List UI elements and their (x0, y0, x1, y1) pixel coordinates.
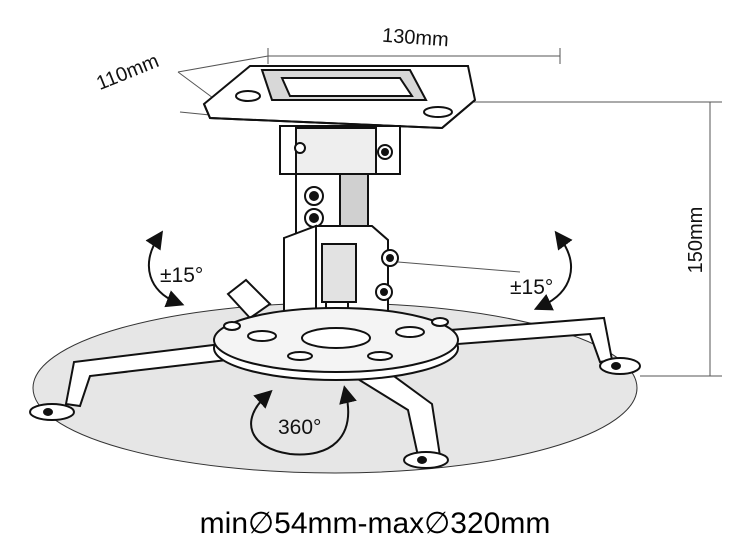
tilt-leader-line (397, 261, 521, 273)
hub-plate (213, 307, 459, 381)
tilt-right-arrow-icon (533, 230, 573, 311)
tilt-joint (283, 224, 399, 322)
tilt-left-arrow-icon (145, 230, 185, 308)
swivel-arrow-icon (250, 385, 357, 456)
upper-bracket (279, 125, 401, 175)
arm-feet (29, 357, 641, 469)
height-dimension (470, 101, 722, 377)
tilt-right-label: ±15° (510, 276, 553, 299)
ceiling-plate (202, 65, 477, 130)
diameter-range-caption: min∅54mm-max∅320mm (199, 507, 551, 540)
depth-label: 110mm (93, 50, 162, 95)
height-label: 150mm (685, 207, 707, 274)
tilt-left-label: ±15° (160, 264, 203, 287)
width-label: 130mm (381, 25, 449, 52)
swivel-label: 360° (278, 416, 321, 439)
